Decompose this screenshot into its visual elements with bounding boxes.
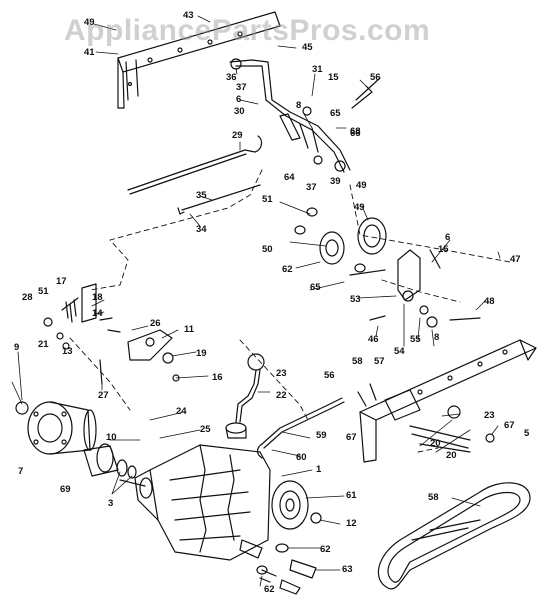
callout-67: 67 <box>504 420 515 431</box>
frame-rail-right <box>357 339 537 463</box>
callout-3: 3 <box>108 498 113 509</box>
callout-19: 19 <box>196 348 207 359</box>
callout-62: 62 <box>320 544 331 555</box>
callout-22: 22 <box>276 390 287 401</box>
axle-hub <box>15 401 119 477</box>
drive-belt <box>377 482 531 590</box>
frame-rail-left <box>117 11 281 109</box>
callout-5: 5 <box>524 428 530 439</box>
rod-29 <box>127 135 263 215</box>
callout-24: 24 <box>176 406 187 417</box>
input-pulley <box>271 480 322 530</box>
callout-51: 51 <box>38 286 49 297</box>
callout-37: 37 <box>306 182 317 193</box>
callout-8: 8 <box>296 100 301 111</box>
callout-37: 37 <box>236 82 247 93</box>
callout-56: 56 <box>370 72 381 83</box>
callout-13: 13 <box>62 346 73 357</box>
callout-56: 56 <box>324 370 335 381</box>
callout-65: 65 <box>330 108 341 119</box>
callout-62: 62 <box>264 584 275 595</box>
callout-62: 62 <box>282 264 293 275</box>
callout-50: 50 <box>262 244 273 255</box>
washers <box>116 459 137 479</box>
callout-31: 31 <box>312 64 323 75</box>
callout-64: 64 <box>284 172 295 183</box>
callout-58: 58 <box>352 356 363 367</box>
callout-15: 15 <box>328 72 339 83</box>
brake-linkage <box>43 283 180 385</box>
callout-57: 57 <box>374 356 385 367</box>
callout-69: 69 <box>60 484 71 495</box>
callout-41: 41 <box>84 47 95 58</box>
callout-17: 17 <box>56 276 67 287</box>
callout-58: 58 <box>428 492 439 503</box>
pulley-assembly <box>294 207 481 328</box>
callout-15: 15 <box>438 244 449 255</box>
callout-20: 20 <box>446 450 457 461</box>
callout-14: 14 <box>92 308 103 319</box>
callout-53: 53 <box>350 294 361 305</box>
callout-23: 23 <box>484 410 495 421</box>
callout-47: 47 <box>510 254 521 265</box>
transaxle <box>119 444 271 561</box>
callout-39: 39 <box>330 176 341 187</box>
shift-rod-assembly <box>229 58 381 173</box>
callout-23: 23 <box>276 368 287 379</box>
callout-20: 20 <box>430 438 441 449</box>
callout-29: 29 <box>232 130 243 141</box>
callout-65: 65 <box>310 282 321 293</box>
callout-45: 45 <box>302 42 313 53</box>
callout-43: 43 <box>183 10 194 21</box>
callout-46: 46 <box>368 334 379 345</box>
callout-7: 7 <box>18 466 23 477</box>
callout-30: 30 <box>234 106 245 117</box>
callout-55: 55 <box>410 334 421 345</box>
callout-6: 6 <box>445 232 450 243</box>
leader-lines <box>11 15 501 587</box>
callout-18: 18 <box>92 292 103 303</box>
callout-16: 16 <box>212 372 223 383</box>
callout-59: 59 <box>316 430 327 441</box>
callout-27: 27 <box>98 390 109 401</box>
callout-51: 51 <box>262 194 273 205</box>
callout-12: 12 <box>346 518 357 529</box>
callout-35: 35 <box>196 190 207 201</box>
callout-63: 63 <box>342 564 353 575</box>
callout-36: 36 <box>226 72 237 83</box>
callout-48: 48 <box>484 296 495 307</box>
callout-34: 34 <box>196 224 207 235</box>
callout-28: 28 <box>22 292 33 303</box>
callout-49: 49 <box>356 180 367 191</box>
callout-66: 66 <box>350 128 361 139</box>
callout-54: 54 <box>394 346 405 357</box>
callout-1: 1 <box>316 464 322 475</box>
guide-lines <box>69 169 511 453</box>
callout-26: 26 <box>150 318 161 329</box>
callout-6: 6 <box>236 94 241 105</box>
shift-rod-59 <box>256 397 345 459</box>
callout-49: 49 <box>354 202 365 213</box>
callout-11: 11 <box>184 324 195 335</box>
callout-67: 67 <box>346 432 357 443</box>
callout-49: 49 <box>84 17 95 28</box>
callout-10: 10 <box>106 432 117 443</box>
callout-25: 25 <box>200 424 211 435</box>
callout-61: 61 <box>346 490 357 501</box>
callout-21: 21 <box>38 339 49 350</box>
callout-9: 9 <box>14 342 19 353</box>
shift-lever <box>225 353 265 439</box>
callout-68: 68 <box>350 126 361 137</box>
callout-60: 60 <box>296 452 307 463</box>
callout-8: 8 <box>434 332 439 343</box>
